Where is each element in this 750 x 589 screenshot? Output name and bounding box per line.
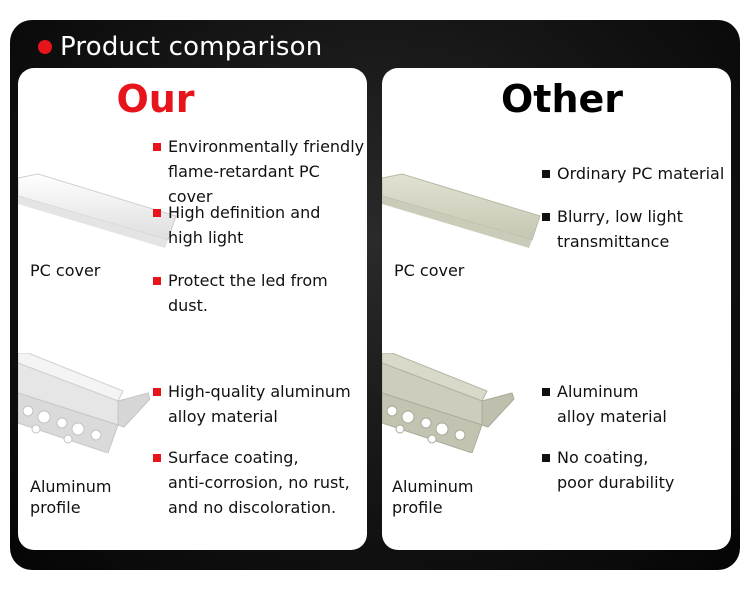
other-feature-item: Blurry, low light transmittance bbox=[542, 204, 683, 254]
page-title: Product comparison bbox=[60, 32, 323, 62]
red-dot-icon bbox=[38, 40, 52, 54]
our-feature-text: Surface coating, anti-corrosion, no rust… bbox=[168, 448, 350, 517]
red-square-bullet-icon bbox=[153, 143, 161, 151]
our-aluminum-label: Aluminum profile bbox=[30, 477, 112, 517]
our-pc-cover-label: PC cover bbox=[30, 261, 101, 280]
other-feature-text: Blurry, low light transmittance bbox=[557, 207, 683, 251]
our-feature-item: Environmentally friendly flame-retardant… bbox=[153, 134, 367, 209]
red-square-bullet-icon bbox=[153, 209, 161, 217]
other-pc-cover-label: PC cover bbox=[394, 261, 465, 280]
black-square-bullet-icon bbox=[542, 454, 550, 462]
our-feature-item: High-quality aluminum alloy material bbox=[153, 379, 351, 429]
other-feature-text: Ordinary PC material bbox=[557, 164, 725, 183]
our-feature-text: High-quality aluminum alloy material bbox=[168, 382, 351, 426]
other-aluminum-label: Aluminum profile bbox=[392, 477, 474, 517]
other-heading: Other bbox=[500, 77, 624, 121]
our-feature-text: Protect the led from dust. bbox=[168, 271, 328, 315]
other-feature-item: Ordinary PC material bbox=[542, 161, 724, 186]
other-feature-text: Aluminum alloy material bbox=[557, 382, 667, 426]
our-feature-item: Protect the led from dust. bbox=[153, 268, 367, 318]
our-feature-item: High definition and high light bbox=[153, 200, 320, 250]
other-feature-item: Aluminum alloy material bbox=[542, 379, 667, 429]
black-square-bullet-icon bbox=[542, 388, 550, 396]
our-heading: Our bbox=[116, 77, 195, 121]
red-square-bullet-icon bbox=[153, 277, 161, 285]
red-square-bullet-icon bbox=[153, 388, 161, 396]
header: Product comparison bbox=[38, 30, 322, 64]
other-aluminum-profile-image bbox=[382, 353, 517, 453]
other-panel: Other PC cover Al bbox=[382, 68, 731, 550]
our-feature-text: High definition and high light bbox=[168, 203, 321, 247]
black-square-bullet-icon bbox=[542, 213, 550, 221]
other-feature-item: No coating, poor durability bbox=[542, 445, 674, 495]
our-aluminum-profile-image bbox=[18, 353, 153, 453]
other-pc-cover-image bbox=[382, 168, 542, 258]
other-feature-text: No coating, poor durability bbox=[557, 448, 675, 492]
our-feature-text: Environmentally friendly flame-retardant… bbox=[168, 137, 365, 206]
our-feature-item: Surface coating, anti-corrosion, no rust… bbox=[153, 445, 350, 520]
our-pc-cover-image bbox=[18, 168, 178, 258]
our-panel: Our PC cover Alum bbox=[18, 68, 367, 550]
red-square-bullet-icon bbox=[153, 454, 161, 462]
black-square-bullet-icon bbox=[542, 170, 550, 178]
